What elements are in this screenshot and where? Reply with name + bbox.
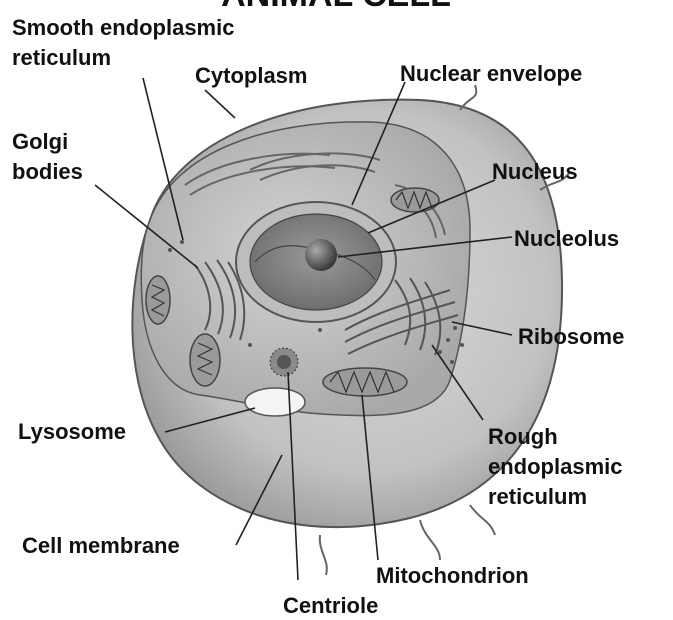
centriole — [270, 348, 298, 376]
nucleolus — [305, 239, 337, 271]
label-cytoplasm: Cytoplasm — [195, 62, 307, 89]
lysosome — [245, 388, 305, 416]
nucleus — [236, 202, 396, 322]
label-centriole: Centriole — [283, 592, 378, 619]
label-nucleus: Nucleus — [492, 158, 578, 185]
label-lysosome: Lysosome — [18, 418, 126, 445]
label-cell-membrane: Cell membrane — [22, 532, 180, 559]
label-nuclear-envelope: Nuclear envelope — [400, 60, 582, 87]
label-rough-er-line1: Rough — [488, 423, 558, 450]
label-golgi-line2: bodies — [12, 158, 83, 185]
label-rough-er-line2: endoplasmic — [488, 453, 622, 480]
label-rough-er-line3: reticulum — [488, 483, 587, 510]
label-golgi-line1: Golgi — [12, 128, 68, 155]
header-fragment: ANIMAL CELL — [221, 0, 451, 14]
label-smooth-er-line2: reticulum — [12, 44, 111, 71]
label-smooth-er-line1: Smooth endoplasmic — [12, 14, 234, 41]
label-nucleolus: Nucleolus — [514, 225, 619, 252]
label-ribosome: Ribosome — [518, 323, 624, 350]
label-mitochondrion: Mitochondrion — [376, 562, 529, 589]
